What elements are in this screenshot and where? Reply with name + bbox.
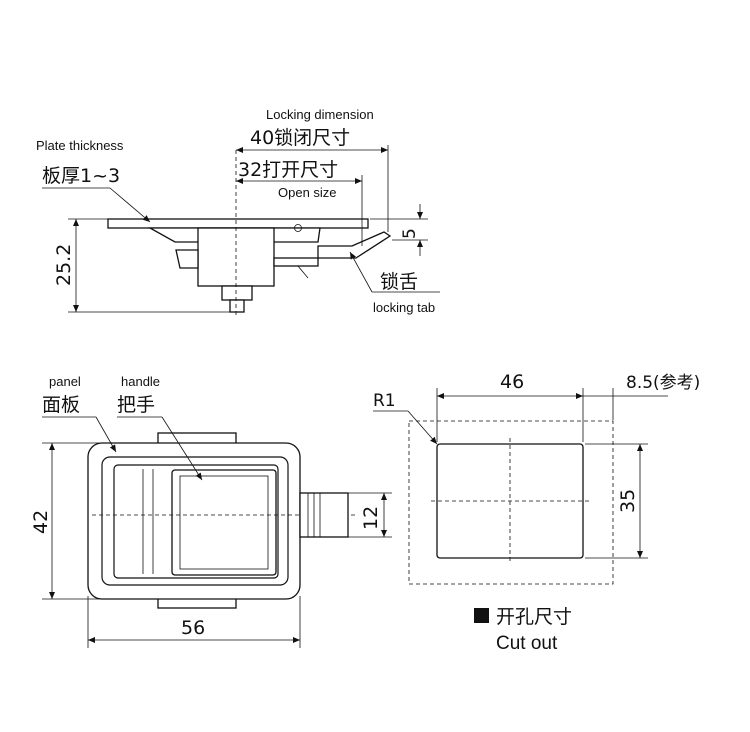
- plate-thickness-value: 板厚1~3: [42, 165, 120, 187]
- cutout-width-value: 46: [500, 371, 524, 393]
- screw: [229, 299, 245, 313]
- cutout-height-value: 35: [617, 489, 639, 513]
- radius-leader: [407, 410, 438, 445]
- plate-hole: [294, 224, 302, 232]
- cutout-view: R1 46 8.5(参考) 35 开孔尺寸 Cut out: [373, 371, 700, 654]
- handle: [171, 469, 277, 576]
- tongue-value: 12: [360, 506, 382, 530]
- handle-label: handle: [121, 374, 160, 389]
- locking-tab-leader: [349, 251, 373, 293]
- open-size-value: 32打开尺寸: [238, 159, 338, 181]
- panel-inner: [101, 456, 289, 586]
- fv-width-value: 56: [181, 617, 205, 639]
- plate-thickness-label: Plate thickness: [36, 138, 124, 153]
- nut: [221, 285, 253, 301]
- side-view: Locking dimension 40锁闭尺寸 32打开尺寸 Open siz…: [36, 107, 440, 318]
- cutout-reference-box: [408, 420, 614, 585]
- fv-height-value: 42: [30, 510, 52, 534]
- handle-inner: [179, 475, 269, 570]
- locking-dimension-value: 40锁闭尺寸: [250, 127, 350, 149]
- offset-value: 5: [400, 228, 420, 239]
- panel-leader: [95, 416, 117, 453]
- handle-recess: [113, 464, 279, 579]
- linkage-bar: [273, 257, 319, 267]
- open-size-label: Open size: [278, 185, 337, 200]
- handle-leader: [161, 416, 203, 481]
- height-value: 25.2: [53, 244, 75, 286]
- linkage-arm: [297, 265, 309, 279]
- reference-value: 8.5(参考): [626, 373, 700, 393]
- front-view: panel 面板 handle 把手 42 56 12: [30, 374, 392, 648]
- panel-label: panel: [49, 374, 81, 389]
- locking-tab-cn: 锁舌: [380, 271, 418, 293]
- locking-tab: [317, 231, 392, 259]
- left-ear: [175, 249, 199, 269]
- handle-cn: 把手: [117, 394, 155, 416]
- latch-tongue: [299, 492, 349, 538]
- plate-thickness-leader: [109, 187, 151, 223]
- locking-dimension-label: Locking dimension: [266, 107, 374, 122]
- cutout-legend-square: [474, 608, 489, 623]
- mounting-plate: [107, 218, 369, 229]
- locking-tab-label: locking tab: [373, 300, 435, 315]
- cutout-title-en: Cut out: [496, 633, 558, 654]
- cutout-title-cn: 开孔尺寸: [496, 606, 572, 628]
- panel-cn: 面板: [42, 394, 80, 416]
- radius-value: R1: [373, 391, 396, 411]
